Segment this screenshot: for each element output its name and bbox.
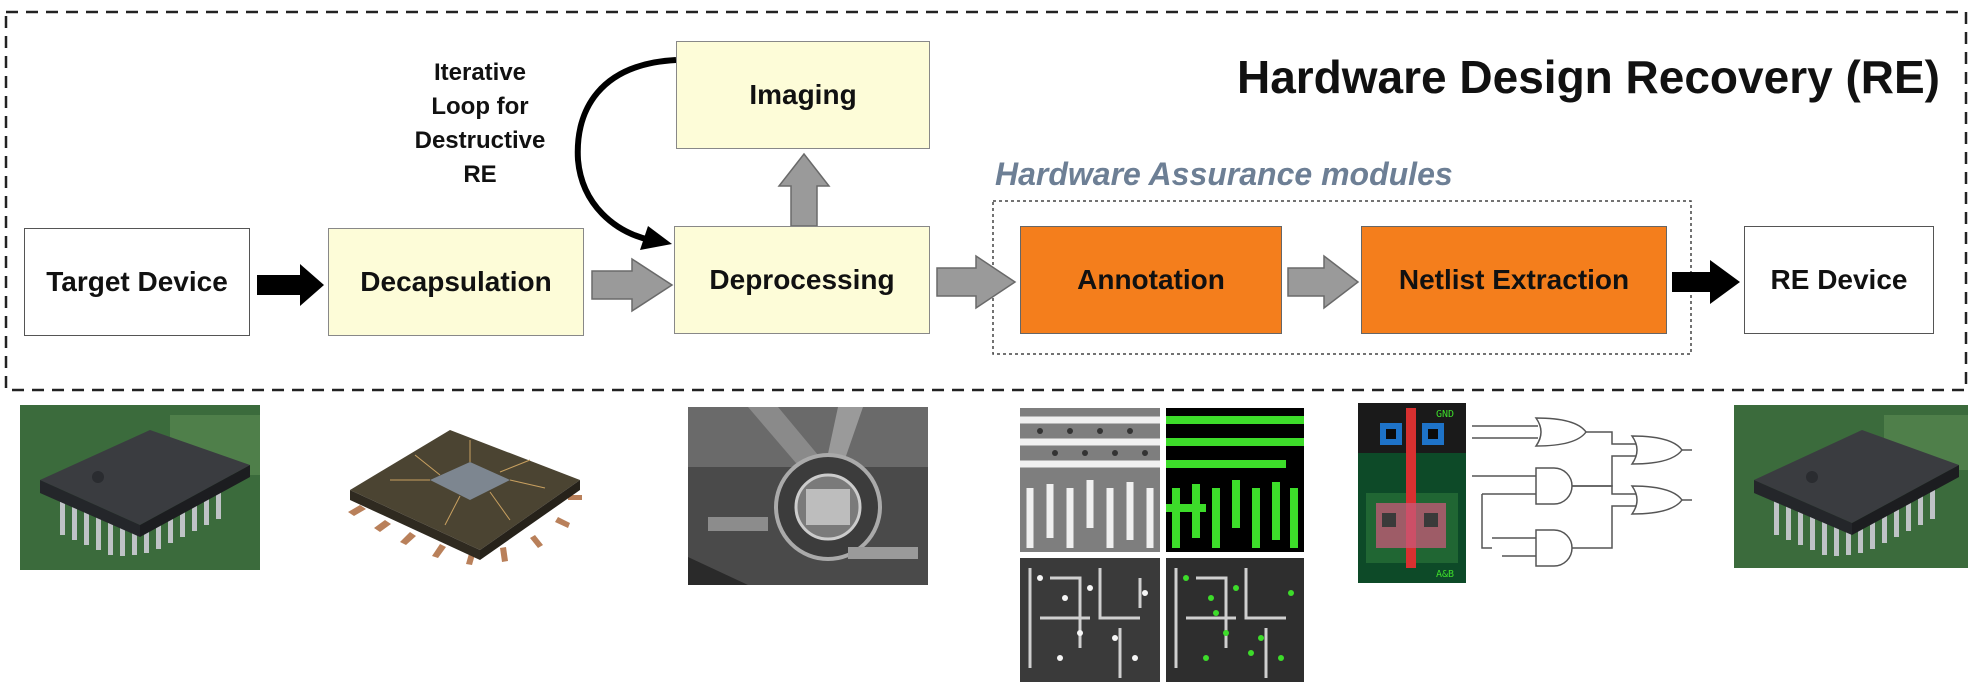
loop-arrow xyxy=(574,57,677,243)
stage-annotation: Annotation xyxy=(1020,226,1282,334)
stage-target-device: Target Device xyxy=(24,228,250,336)
loop-label-line: Iterative xyxy=(433,59,527,86)
arrow-target-to-decap xyxy=(257,264,324,306)
decapsulated-chip-icon xyxy=(330,410,602,575)
stage-re-device: RE Device xyxy=(1744,226,1934,334)
arrow-annotation-to-netlist xyxy=(1287,254,1360,310)
stage-decapsulation: Decapsulation xyxy=(328,228,584,336)
diagram-title: Hardware Design Recovery (RE) xyxy=(1236,51,1940,103)
layout-label-ab: A&B xyxy=(1436,569,1454,580)
logic-gate-netlist-icon xyxy=(1472,408,1692,573)
re-device-chip-photo-icon xyxy=(1734,405,1968,568)
stage-imaging: Imaging xyxy=(676,41,930,149)
hardware-assurance-label: Hardware Assurance modules xyxy=(995,156,1453,192)
iterative-loop-label: Iterative Loop for Destructive RE xyxy=(400,56,560,192)
chip-photo-icon xyxy=(20,405,260,570)
annotated-poly-layer-image xyxy=(1166,558,1304,682)
re-process-frame xyxy=(4,10,1968,392)
loop-label-line: RE xyxy=(463,161,497,188)
annotated-metal-layer-image xyxy=(1166,408,1304,552)
sem-poly-layer-image xyxy=(1020,558,1160,682)
arrow-netlist-to-re xyxy=(1672,260,1740,304)
loop-arrow-head xyxy=(640,226,672,250)
arrow-decap-to-deproc xyxy=(591,257,674,313)
loop-label-line: Loop for xyxy=(431,93,529,120)
layout-label-gnd: GND xyxy=(1436,409,1454,420)
arrow-deproc-to-annotation xyxy=(936,254,1017,310)
loop-label-line: Destructive xyxy=(414,127,546,154)
stage-deprocessing: Deprocessing xyxy=(674,226,930,334)
cell-layout-icon: GND A&B xyxy=(1358,403,1466,583)
sem-chamber-icon xyxy=(688,407,928,585)
sem-metal-layer-image xyxy=(1020,408,1160,552)
arrow-deproc-to-imaging xyxy=(777,152,831,227)
stage-netlist-extraction: Netlist Extraction xyxy=(1361,226,1667,334)
